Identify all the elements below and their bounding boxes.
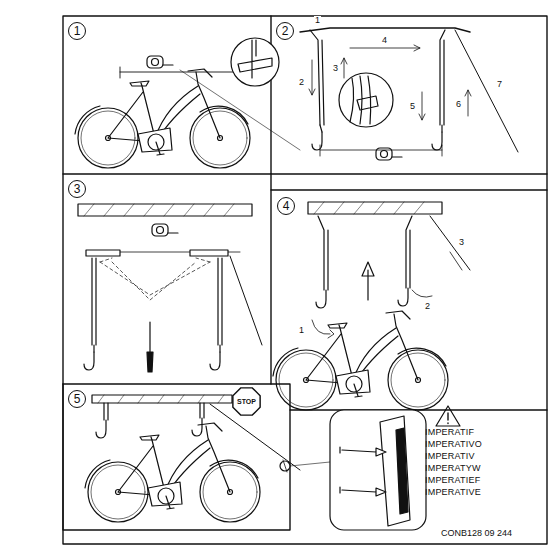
- panel-number: 2: [282, 25, 289, 37]
- warning-text: IMPERATIF: [424, 428, 475, 437]
- callout-number: 4: [381, 36, 388, 45]
- panel-number: 3: [74, 183, 81, 195]
- warning-text: IMPERATIVE: [424, 488, 482, 497]
- warning-text: IMPERATIVO: [424, 440, 483, 449]
- callout-number: 2: [424, 302, 431, 311]
- product-code: CONB128 09 244: [440, 529, 513, 538]
- callout-number: 1: [314, 16, 321, 25]
- step-number-circle: 3: [68, 180, 86, 198]
- panel-number: 5: [74, 393, 81, 405]
- callout-number: 3: [332, 64, 339, 73]
- warning-text: IMPERATIEF: [424, 476, 481, 485]
- warning-text: IMPERATYW: [424, 464, 482, 473]
- step-number-circle: 4: [277, 197, 295, 215]
- callout-number: 2: [298, 78, 305, 87]
- step-number-circle: 5: [68, 390, 86, 408]
- warning-text: IMPERATIV: [424, 452, 476, 461]
- stop-text: STOP: [237, 398, 256, 405]
- callout-number: 6: [455, 100, 462, 109]
- panel-number: 1: [74, 25, 81, 37]
- panel-number: 4: [283, 200, 290, 212]
- callout-number: 1: [298, 326, 305, 335]
- callout-number: 7: [496, 80, 503, 89]
- callout-number: 3: [458, 238, 465, 247]
- step-number-circle: 1: [68, 22, 86, 40]
- callout-number: 5: [409, 102, 416, 111]
- stop-sign: STOP: [232, 387, 261, 416]
- step-number-circle: 2: [276, 22, 294, 40]
